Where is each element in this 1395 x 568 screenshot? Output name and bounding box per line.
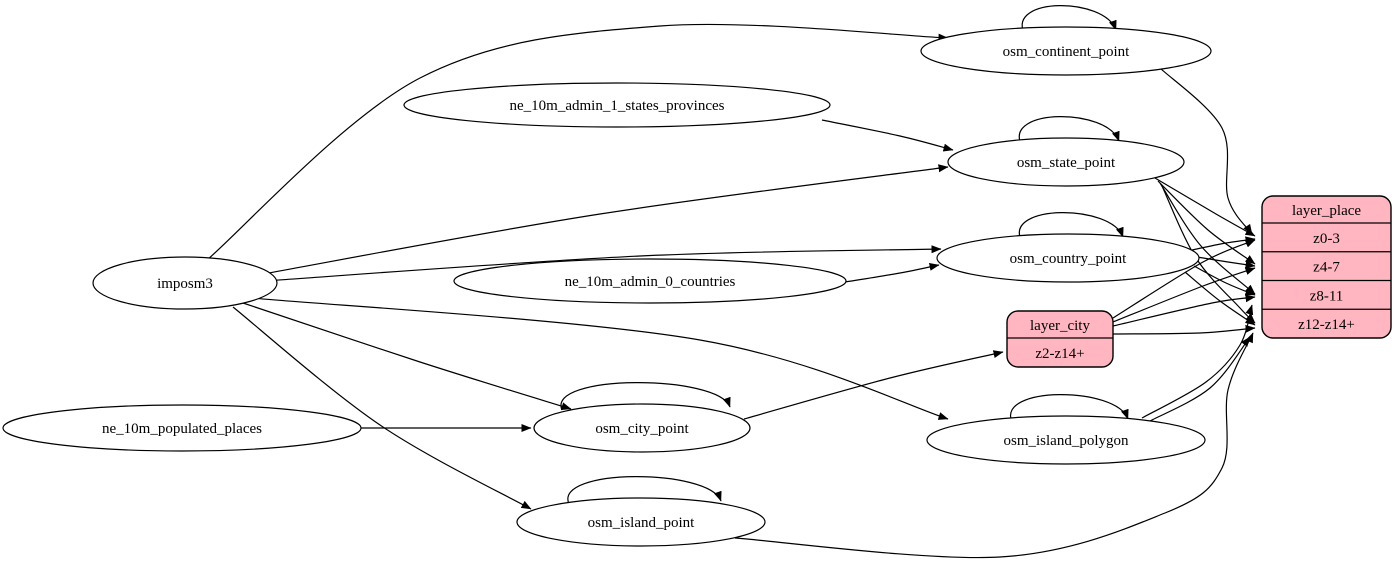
node-osm_island_polygon: osm_island_polygon [926, 415, 1206, 465]
ne_10m_admin_1_states_provinces-shape [403, 82, 831, 128]
edge-ne_10m_admin_1_states_provinces-osm_state_point [821, 119, 954, 152]
osm_continent_point-label: osm_continent_point [1003, 44, 1130, 60]
edge-imposm3-osm_country_point [263, 245, 942, 282]
imposm3-label: imposm3 [157, 276, 213, 292]
layer_place-row-z0-3: z0-3 [1313, 231, 1340, 247]
edge-osm_country_point-osm_country_point [1018, 212, 1124, 241]
osm_continent_point-shape [920, 26, 1212, 76]
edge-osm_country_point-layer_place-z0-3 [1191, 236, 1256, 251]
osm_state_point-label: osm_state_point [1017, 155, 1116, 171]
ne_10m_admin_0_countries-label: ne_10m_admin_0_countries [565, 274, 736, 290]
osm_island_polygon-shape [926, 415, 1206, 465]
osm_island_polygon-label: osm_island_polygon [1003, 433, 1129, 449]
edge-imposm3-osm_city_point [242, 302, 572, 411]
layer_place-header-label: layer_place [1292, 203, 1361, 219]
edge-osm_country_point-layer_place-z12-z14+ [1184, 271, 1256, 326]
edge-layer_city-layer_place-z8-11 [1112, 294, 1256, 327]
edge-osm_city_point-osm_city_point [560, 382, 731, 411]
edge-osm_state_point-layer_place-z8-11 [1159, 182, 1256, 295]
node-layer_place: layer_place z0-3 z4-7 z8-11 z12-z14+ [1261, 195, 1392, 339]
node-osm_city_point: osm_city_point [533, 403, 751, 453]
imposm3-shape [92, 256, 278, 310]
edge-osm_continent_point-layer_place-z0-3 [1159, 67, 1253, 235]
edge-layer_city-layer_place-z12-z14+ [1112, 324, 1256, 335]
layer_place-row-z12-z14+: z12-z14+ [1298, 317, 1355, 333]
ne_10m_populated_places-shape [2, 404, 362, 452]
node-imposm3: imposm3 [92, 256, 278, 310]
osm_city_point-shape [533, 403, 751, 453]
edge-osm_city_point-layer_city-z2-z14+ [743, 350, 1004, 420]
edge-layer_city-layer_place-z4-7 [1112, 267, 1256, 323]
edge-ne_10m_admin_0_countries-osm_country_point [844, 262, 940, 283]
node-ne_10m_admin_1_states_provinces: ne_10m_admin_1_states_provinces [403, 82, 831, 128]
edge-imposm3-osm_continent_point [206, 23, 949, 261]
edge-osm_state_point-osm_state_point [1018, 116, 1120, 145]
node-ne_10m_populated_places: ne_10m_populated_places [2, 404, 362, 452]
edge-osm_country_point-layer_place-z8-11 [1193, 265, 1256, 296]
layer_place-shape [1261, 195, 1392, 339]
node-osm_island_point: osm_island_point [516, 497, 766, 547]
osm_island_point-shape [516, 497, 766, 547]
edge-imposm3-osm_island_point [232, 306, 532, 510]
edge-osm_country_point-layer_place-z4-7 [1196, 256, 1256, 269]
node-ne_10m_admin_0_countries: ne_10m_admin_0_countries [453, 258, 847, 304]
edge-osm_island_polygon-layer_place-z12-z14+ [1149, 336, 1251, 422]
node-layer_city: layer_city z2-z14+ [1006, 310, 1114, 368]
layer_city-header-label: layer_city [1030, 318, 1090, 334]
edge-osm_island_point-layer_place-z12-z14+ [734, 332, 1254, 559]
ne_10m_admin_0_countries-shape [453, 258, 847, 304]
layer_city-row-z2-z14+: z2-z14+ [1035, 346, 1084, 362]
edge-osm_continent_point-osm_continent_point [1021, 5, 1117, 34]
edge-imposm3-osm_state_point [262, 164, 949, 275]
node-osm_country_point: osm_country_point [936, 233, 1200, 283]
layer_place-row-z4-7: z4-7 [1313, 260, 1340, 276]
osm_country_point-shape [936, 233, 1200, 283]
edge-imposm3-osm_island_polygon [251, 297, 949, 420]
layer_place-row-z8-11: z8-11 [1310, 288, 1344, 304]
edge-osm_island_polygon-osm_island_polygon [1009, 394, 1129, 423]
osm_country_point-label: osm_country_point [1010, 251, 1127, 267]
node-osm_state_point: osm_state_point [947, 137, 1185, 187]
edge-osm_island_point-osm_island_point [567, 476, 722, 505]
edge-layer_city-layer_place-z0-3 [1112, 239, 1256, 319]
ne_10m_populated_places-label: ne_10m_populated_places [102, 421, 262, 437]
edge-osm_state_point-layer_place-z4-7 [1157, 180, 1256, 265]
ne_10m_admin_1_states_provinces-label: ne_10m_admin_1_states_provinces [510, 98, 725, 114]
osm_state_point-shape [947, 137, 1185, 187]
edge-osm_island_polygon-layer_place-z8-11 [1141, 304, 1254, 419]
node-osm_continent_point: osm_continent_point [920, 26, 1212, 76]
osm_city_point-label: osm_city_point [595, 421, 689, 437]
osm_island_point-label: osm_island_point [588, 515, 696, 531]
layer_city-shape [1006, 310, 1114, 368]
